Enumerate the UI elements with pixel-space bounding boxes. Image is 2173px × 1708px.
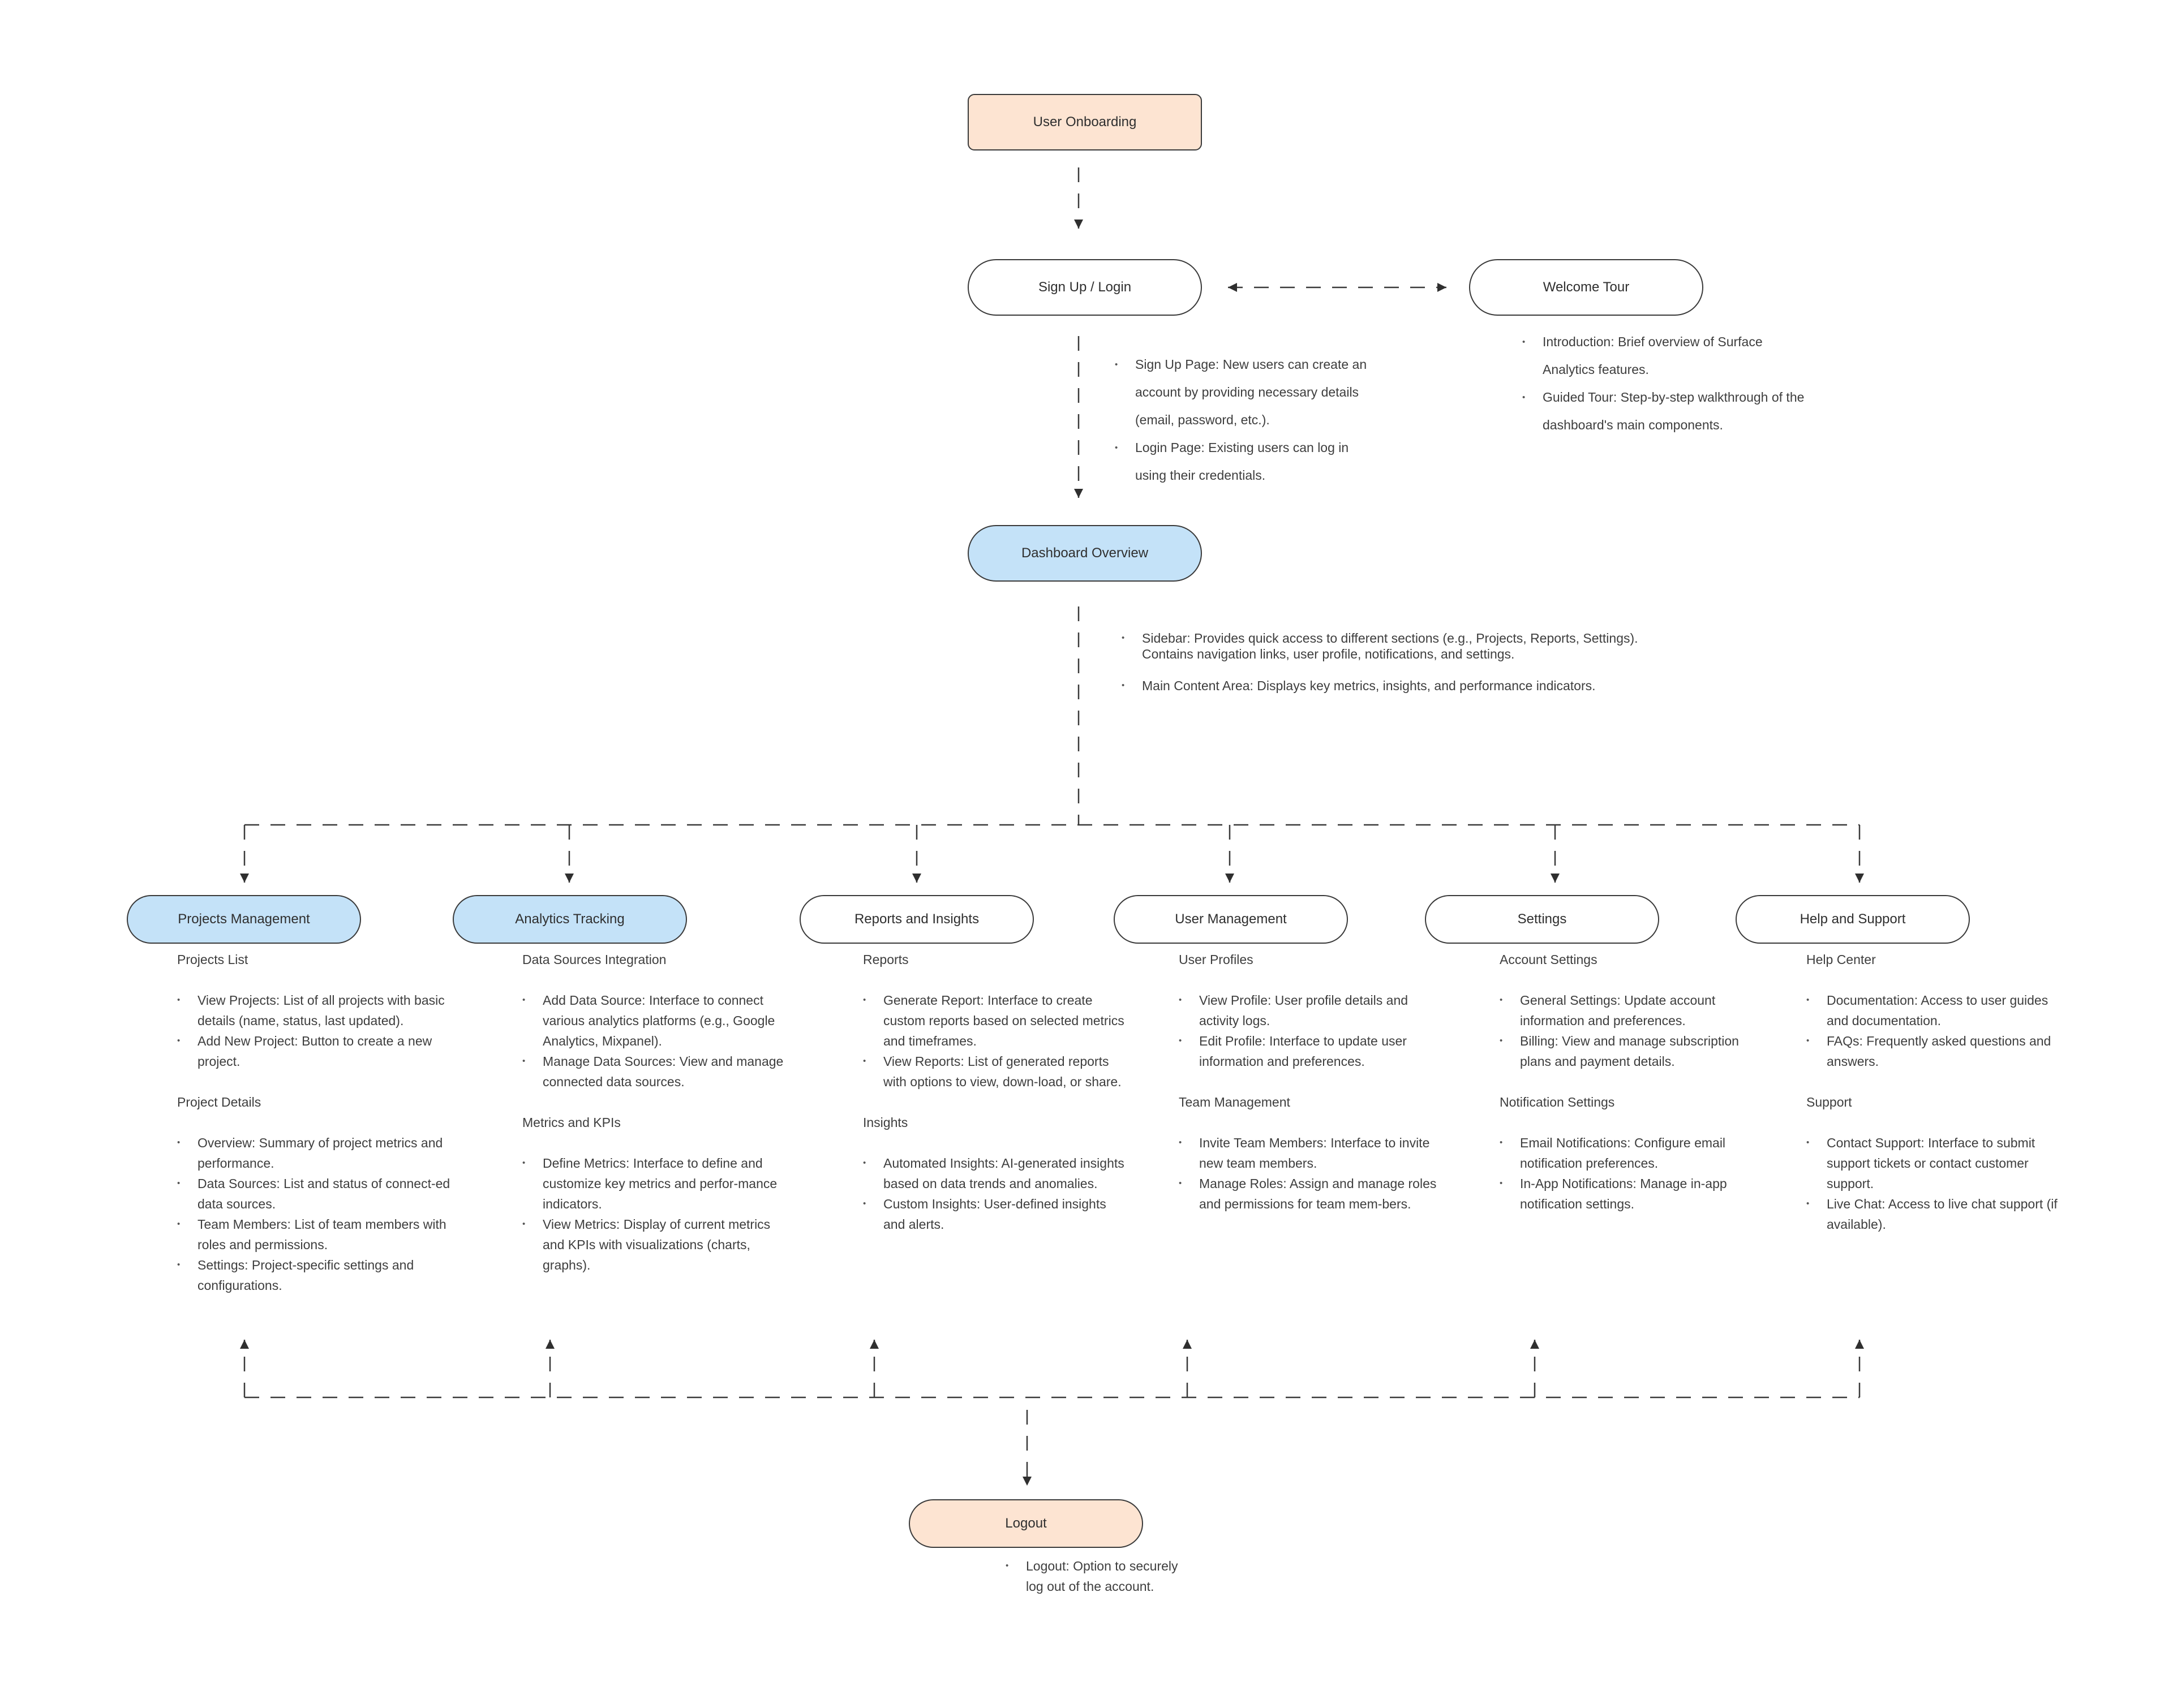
reports-insights-details: Reports Generate Report: Interface to cr… [863, 949, 1129, 1255]
section-item: Overview: Summary of project metrics and… [177, 1133, 454, 1173]
projects-management-node[interactable]: Projects Management [127, 895, 361, 944]
dashboard-notes: Sidebar: Provides quick access to differ… [1122, 630, 1665, 709]
section-item: Edit Profile: Interface to update user i… [1179, 1031, 1439, 1072]
section-item: FAQs: Frequently asked questions and ans… [1806, 1031, 2067, 1072]
section-item: Invite Team Members: Interface to invite… [1179, 1133, 1439, 1173]
module-title: Reports and Insights [854, 911, 980, 927]
section-list: Email Notifications: Configure email not… [1500, 1133, 1760, 1214]
help-support-details: Help Center Documentation: Access to use… [1806, 949, 2067, 1255]
section-heading: Reports [863, 952, 909, 967]
section-list: Automated Insights: AI-generated insight… [863, 1153, 1129, 1234]
settings-node[interactable]: Settings [1425, 895, 1659, 944]
dashboard-overview-label: Dashboard Overview [1021, 545, 1149, 561]
section-list: View Profile: User profile details and a… [1179, 990, 1439, 1072]
section-list: Add Data Source: Interface to connect va… [522, 990, 788, 1092]
section-item: Manage Data Sources: View and manage con… [522, 1051, 788, 1092]
section-item: Automated Insights: AI-generated insight… [863, 1153, 1129, 1194]
signup-notes: Sign Up Page: New users can create an ac… [1115, 351, 1375, 489]
section-heading: Notification Settings [1500, 1095, 1615, 1109]
welcome-note-item: Introduction: Brief overview of Surface … [1522, 328, 1805, 384]
reports-insights-node[interactable]: Reports and Insights [800, 895, 1034, 944]
user-onboarding-label: User Onboarding [1033, 114, 1137, 130]
section-item: General Settings: Update account informa… [1500, 990, 1760, 1031]
section-item: Billing: View and manage subscription pl… [1500, 1031, 1760, 1072]
signup-note-item: Sign Up Page: New users can create an ac… [1115, 351, 1375, 434]
dashboard-note-item: Main Content Area: Displays key metrics,… [1122, 678, 1665, 694]
section-item: Team Members: List of team members with … [177, 1214, 454, 1255]
welcome-tour-node[interactable]: Welcome Tour [1469, 259, 1703, 316]
section-item: Documentation: Access to user guides and… [1806, 990, 2067, 1031]
module-title: Help and Support [1800, 911, 1906, 927]
section-item: View Reports: List of generated reports … [863, 1051, 1129, 1092]
section-item: Add New Project: Button to create a new … [177, 1031, 454, 1072]
module-title: Settings [1517, 911, 1567, 927]
signup-login-label: Sign Up / Login [1038, 279, 1132, 295]
section-item: Custom Insights: User-defined insights a… [863, 1194, 1129, 1234]
section-item: Live Chat: Access to live chat support (… [1806, 1194, 2067, 1234]
section-item: Define Metrics: Interface to define and … [522, 1153, 788, 1214]
analytics-tracking-details: Data Sources Integration Add Data Source… [522, 949, 788, 1296]
module-title: Analytics Tracking [515, 911, 625, 927]
section-item: View Profile: User profile details and a… [1179, 990, 1439, 1031]
welcome-note-item: Guided Tour: Step-by-step walkthrough of… [1522, 384, 1805, 439]
section-heading: Metrics and KPIs [522, 1115, 621, 1130]
logout-note-item: Logout: Option to securely log out of th… [1006, 1556, 1198, 1597]
section-item: In-App Notifications: Manage in-app noti… [1500, 1173, 1760, 1214]
user-onboarding-node[interactable]: User Onboarding [968, 94, 1202, 150]
section-item: Generate Report: Interface to create cus… [863, 990, 1129, 1051]
section-list: Define Metrics: Interface to define and … [522, 1153, 788, 1275]
section-heading: Team Management [1179, 1095, 1290, 1109]
section-list: Invite Team Members: Interface to invite… [1179, 1133, 1439, 1214]
section-item: View Projects: List of all projects with… [177, 990, 454, 1031]
section-list: View Projects: List of all projects with… [177, 990, 454, 1072]
section-item: Contact Support: Interface to submit sup… [1806, 1133, 2067, 1194]
section-item: Data Sources: List and status of connect… [177, 1173, 454, 1214]
section-heading: Support [1806, 1095, 1852, 1109]
welcome-tour-label: Welcome Tour [1543, 279, 1630, 295]
logout-label: Logout [1005, 1516, 1047, 1531]
settings-details: Account Settings General Settings: Updat… [1500, 949, 1760, 1234]
dashboard-note-item: Sidebar: Provides quick access to differ… [1122, 630, 1665, 662]
section-heading: Help Center [1806, 952, 1876, 967]
logout-notes: Logout: Option to securely log out of th… [1006, 1556, 1198, 1597]
user-management-details: User Profiles View Profile: User profile… [1179, 949, 1439, 1234]
section-list: Documentation: Access to user guides and… [1806, 990, 2067, 1072]
section-heading: Insights [863, 1115, 908, 1130]
section-item: Manage Roles: Assign and manage roles an… [1179, 1173, 1439, 1214]
section-list: General Settings: Update account informa… [1500, 990, 1760, 1072]
user-management-node[interactable]: User Management [1114, 895, 1348, 944]
section-heading: Project Details [177, 1095, 261, 1109]
module-title: User Management [1175, 911, 1287, 927]
section-list: Generate Report: Interface to create cus… [863, 990, 1129, 1092]
signup-note-item: Login Page: Existing users can log in us… [1115, 434, 1375, 489]
analytics-tracking-node[interactable]: Analytics Tracking [453, 895, 687, 944]
logout-node[interactable]: Logout [909, 1499, 1143, 1548]
section-item: Add Data Source: Interface to connect va… [522, 990, 788, 1051]
section-heading: User Profiles [1179, 952, 1253, 967]
signup-login-node[interactable]: Sign Up / Login [968, 259, 1202, 316]
section-list: Contact Support: Interface to submit sup… [1806, 1133, 2067, 1234]
projects-management-details: Projects List View Projects: List of all… [177, 949, 454, 1316]
section-list: Overview: Summary of project metrics and… [177, 1133, 454, 1296]
dashboard-overview-node[interactable]: Dashboard Overview [968, 525, 1202, 582]
help-support-node[interactable]: Help and Support [1736, 895, 1970, 944]
section-item: Settings: Project-specific settings and … [177, 1255, 454, 1296]
section-heading: Account Settings [1500, 952, 1597, 967]
section-heading: Data Sources Integration [522, 952, 667, 967]
module-title: Projects Management [178, 911, 310, 927]
section-item: View Metrics: Display of current metrics… [522, 1214, 788, 1275]
section-heading: Projects List [177, 952, 248, 967]
section-item: Email Notifications: Configure email not… [1500, 1133, 1760, 1173]
welcome-tour-notes: Introduction: Brief overview of Surface … [1522, 328, 1805, 439]
